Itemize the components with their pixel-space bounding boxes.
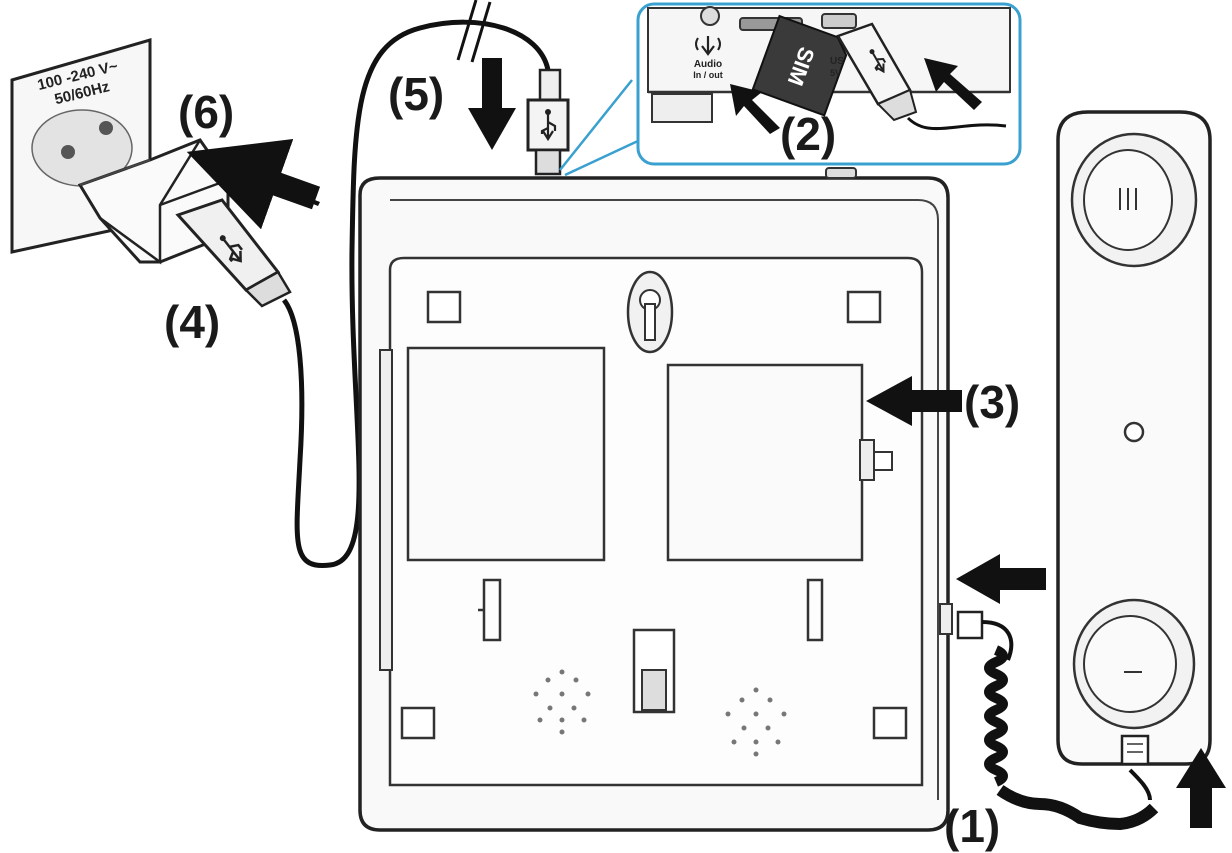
step-2-label: (2) (780, 108, 836, 160)
audio-sub-label: In / out (693, 70, 723, 80)
cable-break-mark (456, 0, 492, 63)
sim-card-icon[interactable]: SIM (751, 14, 851, 117)
usb-icon (869, 49, 887, 74)
arrow-step-6 (186, 138, 321, 230)
phone-base (358, 167, 953, 832)
step-3-label: (3) (964, 376, 1020, 428)
usb-cable (281, 19, 551, 569)
usb-plug-base[interactable] (526, 68, 570, 176)
arrow-sim-insert (730, 84, 780, 134)
ports-detail-inset: Audio In / out SIM US 5V (559, 2, 1022, 177)
step-1-label: (1) (944, 800, 1000, 852)
usb-icon (540, 109, 557, 142)
usb-port-label: US (830, 56, 844, 67)
speaker-grille-right (725, 687, 787, 757)
usb-plug-adapter[interactable] (175, 198, 292, 308)
arrow-step-1-base (956, 554, 1046, 604)
wall-socket: 100 -240 V~ 50/60Hz (10, 38, 152, 254)
battery-cover[interactable] (666, 363, 864, 562)
arrow-step-1-handset (1176, 748, 1226, 828)
keyhole-icon (626, 270, 674, 354)
audio-label: Audio (694, 59, 722, 70)
step-5-label: (5) (388, 68, 444, 120)
audio-port-icon (695, 36, 721, 56)
usb-plug-inset[interactable] (836, 22, 1007, 131)
arrow-step-5 (468, 58, 516, 150)
arrow-usb-insert (924, 58, 982, 110)
phone-handset-icon[interactable] (1056, 110, 1212, 766)
usb-icon (219, 235, 243, 263)
usb-port-sub-label: 5V (830, 68, 841, 78)
arrow-step-3 (866, 376, 962, 426)
coiled-handset-cord (956, 610, 1159, 831)
step-4-label: (4) (164, 296, 220, 348)
step-6-label: (6) (178, 86, 234, 138)
speaker-grille-left (533, 669, 591, 735)
